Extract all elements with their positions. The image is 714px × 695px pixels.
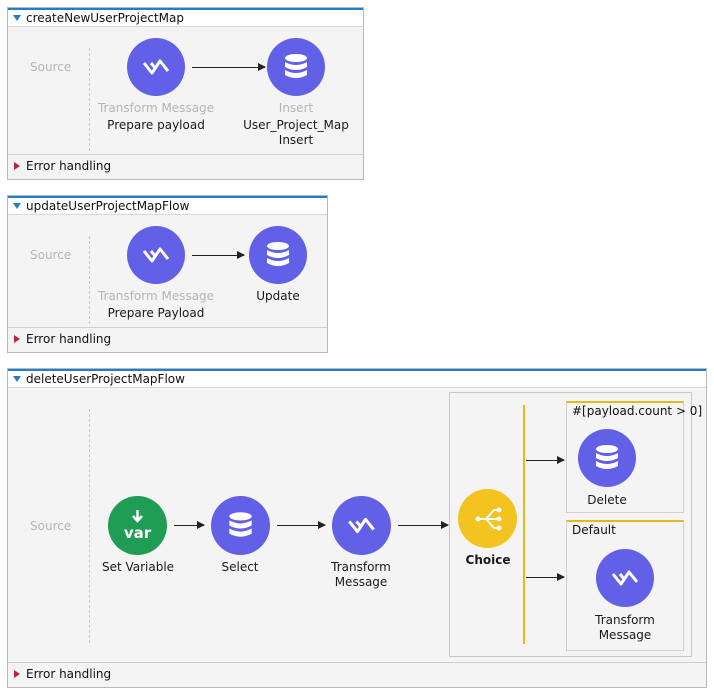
- flow-connector-arrow: [174, 521, 205, 529]
- flow-title: updateUserProjectMapFlow: [26, 199, 190, 213]
- set-variable-node[interactable]: var: [108, 496, 167, 555]
- node-label: Update: [256, 289, 300, 303]
- source-placeholder[interactable]: Source: [30, 60, 72, 74]
- transform-message-icon: [142, 59, 170, 75]
- node-label-line2: Insert: [278, 133, 314, 147]
- node-label: Select: [221, 560, 259, 574]
- database-icon: [267, 242, 289, 266]
- node-label: Transform: [331, 560, 391, 574]
- node-type-label: Transform Message: [97, 289, 215, 303]
- flow-update-user-project-map: updateUserProjectMapFlow Source Transfor…: [7, 195, 328, 353]
- node-label: Delete: [587, 493, 627, 507]
- choice-route-bar: [523, 405, 525, 644]
- expand-triangle-icon[interactable]: [14, 335, 20, 343]
- node-label: Set Variable: [101, 560, 175, 574]
- choice-route-when[interactable]: #[payload.count > 0] Delete: [566, 401, 702, 513]
- choice-router-icon: [475, 507, 502, 531]
- database-select-node[interactable]: [211, 496, 270, 555]
- database-icon: [229, 512, 252, 537]
- node-type-label: Transform Message: [97, 101, 215, 115]
- choice-route-default[interactable]: Default Transform Message: [566, 520, 684, 651]
- flow-title: deleteUserProjectMapFlow: [26, 372, 185, 386]
- expand-triangle-icon[interactable]: [14, 670, 20, 678]
- database-icon: [285, 54, 307, 78]
- error-handling-section[interactable]: Error handling: [8, 662, 706, 687]
- source-placeholder[interactable]: Source: [30, 519, 72, 533]
- node-type-label: Insert: [278, 101, 314, 115]
- database-icon: [596, 445, 618, 469]
- node-label-line2: Message: [334, 575, 388, 589]
- flow-connector-arrow: [192, 63, 266, 71]
- route-connector-arrow: [526, 573, 565, 581]
- choice-node[interactable]: [458, 489, 517, 548]
- transform-message-node[interactable]: [332, 496, 391, 555]
- transform-message-node[interactable]: [127, 38, 185, 96]
- error-handling-section[interactable]: Error handling: [8, 327, 327, 352]
- node-label: Prepare Payload: [107, 306, 205, 320]
- flow-header[interactable]: updateUserProjectMapFlow: [8, 196, 327, 215]
- transform-message-icon: [142, 247, 170, 263]
- flow-create-new-user-project-map: createNewUserProjectMap Source Transform…: [7, 7, 364, 180]
- flow-delete-user-project-map: deleteUserProjectMapFlow Source var Set …: [7, 368, 707, 688]
- collapse-triangle-icon[interactable]: [13, 15, 21, 21]
- flow-header[interactable]: deleteUserProjectMapFlow: [8, 369, 706, 388]
- error-handling-label: Error handling: [26, 159, 112, 173]
- set-variable-icon: [132, 510, 143, 523]
- flow-connector-arrow: [277, 521, 326, 529]
- source-divider: [89, 236, 90, 324]
- node-label: User_Project_Map: [243, 118, 349, 132]
- flow-header[interactable]: createNewUserProjectMap: [8, 8, 363, 27]
- transform-message-icon: [611, 570, 639, 586]
- route-condition: #[payload.count > 0]: [572, 404, 703, 418]
- node-label: Prepare payload: [107, 118, 205, 132]
- error-handling-label: Error handling: [26, 332, 112, 346]
- database-update-node[interactable]: [249, 226, 307, 284]
- error-handling-section[interactable]: Error handling: [8, 154, 363, 179]
- transform-message-node[interactable]: [596, 549, 654, 607]
- flow-connector-arrow: [398, 521, 449, 529]
- node-label-line2: Message: [598, 628, 652, 642]
- source-placeholder[interactable]: Source: [30, 248, 72, 262]
- set-variable-icon-text: var: [123, 524, 152, 542]
- route-condition: Default: [572, 523, 616, 537]
- source-divider: [89, 409, 90, 643]
- transform-message-icon: [348, 517, 375, 534]
- error-handling-label: Error handling: [26, 667, 112, 681]
- choice-router-container: Choice #[payload.count > 0] Delete Defau…: [449, 392, 702, 657]
- node-label: Transform: [595, 613, 655, 627]
- route-connector-arrow: [526, 456, 565, 464]
- database-insert-node[interactable]: [267, 38, 325, 96]
- node-label: Choice: [465, 553, 511, 567]
- transform-message-node[interactable]: [127, 226, 185, 284]
- flow-connector-arrow: [192, 251, 245, 259]
- database-delete-node[interactable]: [578, 429, 636, 487]
- collapse-triangle-icon[interactable]: [13, 203, 21, 209]
- source-divider: [89, 48, 90, 151]
- expand-triangle-icon[interactable]: [14, 162, 20, 170]
- flow-title: createNewUserProjectMap: [26, 11, 184, 25]
- collapse-triangle-icon[interactable]: [13, 376, 21, 382]
